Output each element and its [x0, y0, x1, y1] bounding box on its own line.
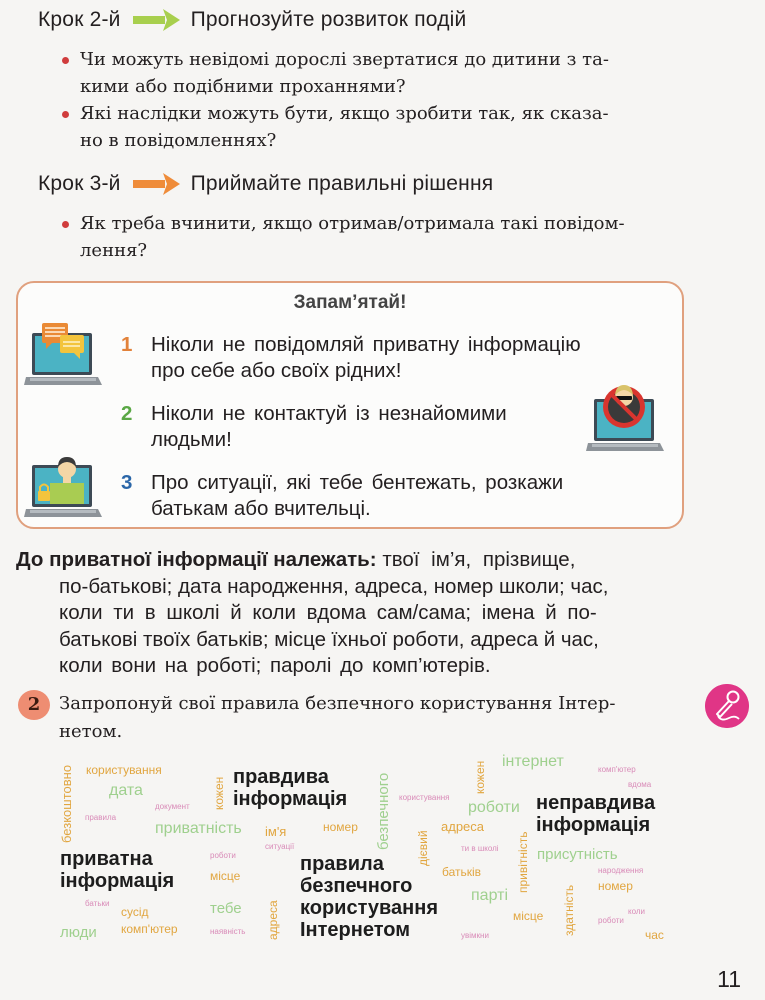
laptop-chat-icon [24, 323, 102, 385]
cloud-word: інтернет [502, 753, 564, 770]
bullet-dot-icon [62, 111, 69, 118]
remember-title: Запам’ятай! [293, 292, 407, 313]
step-3-label: Крок 3-й [38, 172, 121, 195]
cloud-word: комп'ютер [121, 922, 178, 936]
cloud-word: місце [513, 909, 544, 923]
arrow-right-orange-icon [132, 173, 180, 195]
remember-box: Запам’ятай! 1 Ніколи не повідомляй прива… [16, 281, 684, 529]
step-2-title: Прогнозуйте розвиток подій [190, 8, 467, 31]
laptop-user-lock-icon [24, 457, 102, 517]
bullet-dot-icon [62, 221, 69, 228]
cloud-word: увімкни [461, 931, 489, 940]
cloud-word: адреса [441, 819, 485, 834]
step-2-bullets: Чи можуть невідомі дорослі звертатися до… [62, 46, 687, 154]
bullet-dot-icon [62, 57, 69, 64]
cloud-word: дата [109, 782, 143, 799]
cloud-word: батьків [442, 865, 482, 879]
cloud-word: ситуації [265, 842, 295, 851]
bullet-item: Чи можуть невідомі дорослі звертатися до… [62, 46, 687, 100]
cloud-word: люди [60, 924, 97, 941]
cloud-word: ім'я [265, 824, 287, 839]
cloud-word: коли [628, 907, 645, 916]
cloud-word: користування [399, 793, 450, 802]
cloud-word: привітність [516, 831, 530, 893]
cloud-word: номер [598, 879, 633, 893]
cloud-word: народження [598, 866, 644, 875]
step-3-title: Приймайте правильні рішення [190, 172, 494, 195]
cloud-word: приватність [155, 820, 242, 837]
cloud-word: документ [155, 802, 190, 811]
cloud-word: роботи [468, 799, 520, 816]
microphone-icon[interactable] [705, 684, 749, 728]
cloud-word: безкоштовно [59, 764, 74, 843]
task-number-badge: 2 [18, 690, 50, 720]
cloud-word: кожен [212, 776, 226, 810]
cloud-word: дієвий [416, 830, 430, 866]
cloud-word: сусід [121, 905, 149, 919]
cloud-word: наявність [210, 927, 246, 936]
private-info-lead: До приватної інформації належать: [16, 548, 377, 571]
cloud-word: вдома [628, 780, 652, 789]
cloud-word: батьки [85, 899, 110, 908]
cloud-word: комп'ютер [598, 765, 636, 774]
step-2-label: Крок 2-й [38, 8, 121, 31]
cloud-word: тебе [210, 900, 242, 917]
cloud-word: парті [471, 887, 508, 904]
cloud-word: кожен [473, 760, 487, 794]
cloud-word: номер [323, 820, 358, 834]
cloud-word: безпечного [375, 772, 392, 850]
cloud-word: роботи [210, 851, 236, 860]
page-number: 11 [717, 966, 741, 992]
private-info-paragraph: До приватної інформації належать: твої і… [16, 548, 609, 677]
step-3-bullets: Як треба вчинити, якщо отримав/отримала … [62, 210, 687, 264]
cloud-word: час [645, 928, 664, 942]
cloud-word: здатність [562, 884, 576, 936]
bullet-item: Як треба вчинити, якщо отримав/отримала … [62, 210, 687, 264]
step-3-heading: Крок 3-й Приймайте правильні рішення [38, 172, 493, 196]
cloud-word: користування [86, 763, 162, 777]
cloud-word: ти в школі [461, 844, 499, 853]
task-text-line2: нетом. [59, 721, 123, 742]
laptop-stranger-forbidden-icon [586, 385, 664, 451]
cloud-word: роботи [598, 916, 624, 925]
cloud-word: правила [85, 813, 117, 822]
task-text-line1: Запропонуй свої правила безпечного корис… [59, 693, 616, 714]
cloud-word: місце [210, 869, 241, 883]
bullet-item: Які наслідки можуть бути, якщо зробити т… [62, 100, 687, 154]
arrow-right-green-icon [132, 9, 180, 31]
cloud-word: присутність [537, 846, 618, 863]
step-2-heading: Крок 2-й Прогнозуйте розвиток подій [38, 8, 466, 32]
cloud-word: адреса [266, 900, 280, 940]
